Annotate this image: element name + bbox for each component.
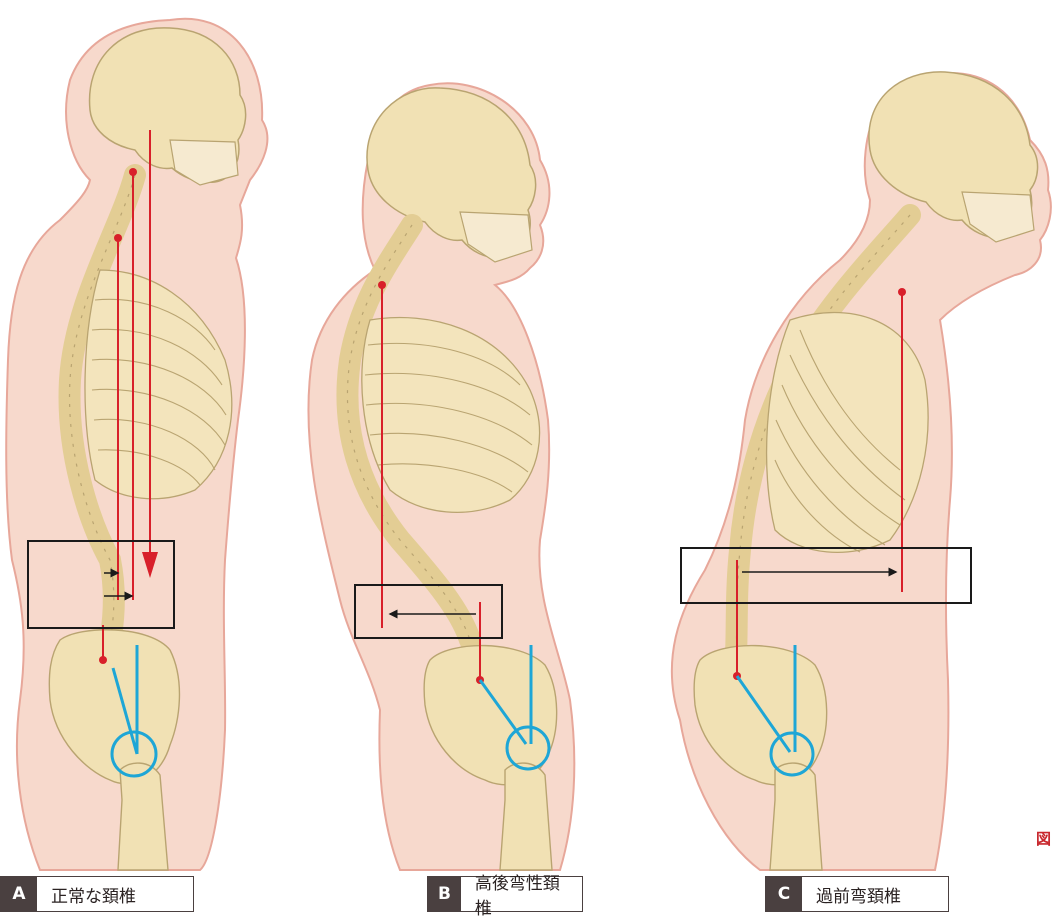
figure-b: [308, 83, 574, 870]
figure-a-femur: [118, 763, 168, 870]
caption-a-letter: A: [1, 877, 37, 911]
figure-a-point-c7: [129, 168, 137, 176]
figure-c-point-c7: [898, 288, 906, 296]
caption-c: C 過前弯頚椎: [765, 876, 949, 912]
caption-b: B 高後弯性頚椎: [427, 876, 583, 912]
figure-c: [672, 72, 1051, 870]
figure-b-femur: [500, 763, 552, 870]
figure-a-point-t1: [114, 234, 122, 242]
figure-mark: 図: [1036, 828, 1051, 849]
caption-b-label: 高後弯性頚椎: [461, 877, 582, 911]
caption-a: A 正常な頚椎: [0, 876, 194, 912]
figure-b-point-c7: [378, 281, 386, 289]
figure-c-ribcage: [767, 313, 929, 553]
caption-c-label: 過前弯頚椎: [802, 877, 915, 911]
figure-c-femur: [770, 763, 822, 870]
caption-a-label: 正常な頚椎: [37, 877, 150, 911]
caption-b-letter: B: [428, 877, 461, 911]
figure-a-point-sacrum: [99, 656, 107, 664]
figure-a: [6, 19, 267, 870]
caption-c-letter: C: [766, 877, 802, 911]
